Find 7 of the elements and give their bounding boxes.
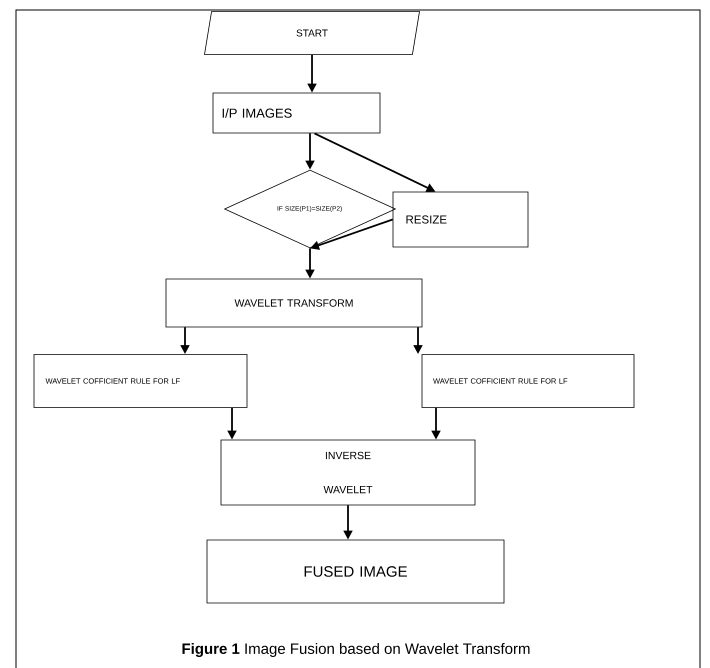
process-box: INVERSE WAVELET xyxy=(220,440,476,506)
process-box: I/P IMAGES xyxy=(212,92,380,134)
figure-caption: Figure 1 Image Fusion based on Wavelet Transform xyxy=(182,642,530,658)
start-parallelogram: START xyxy=(204,11,420,55)
process-box: FUSED IMAGE xyxy=(206,540,504,604)
process-box: RESIZE xyxy=(392,192,528,248)
process-box: WAVELET TRANSFORM xyxy=(166,278,422,328)
